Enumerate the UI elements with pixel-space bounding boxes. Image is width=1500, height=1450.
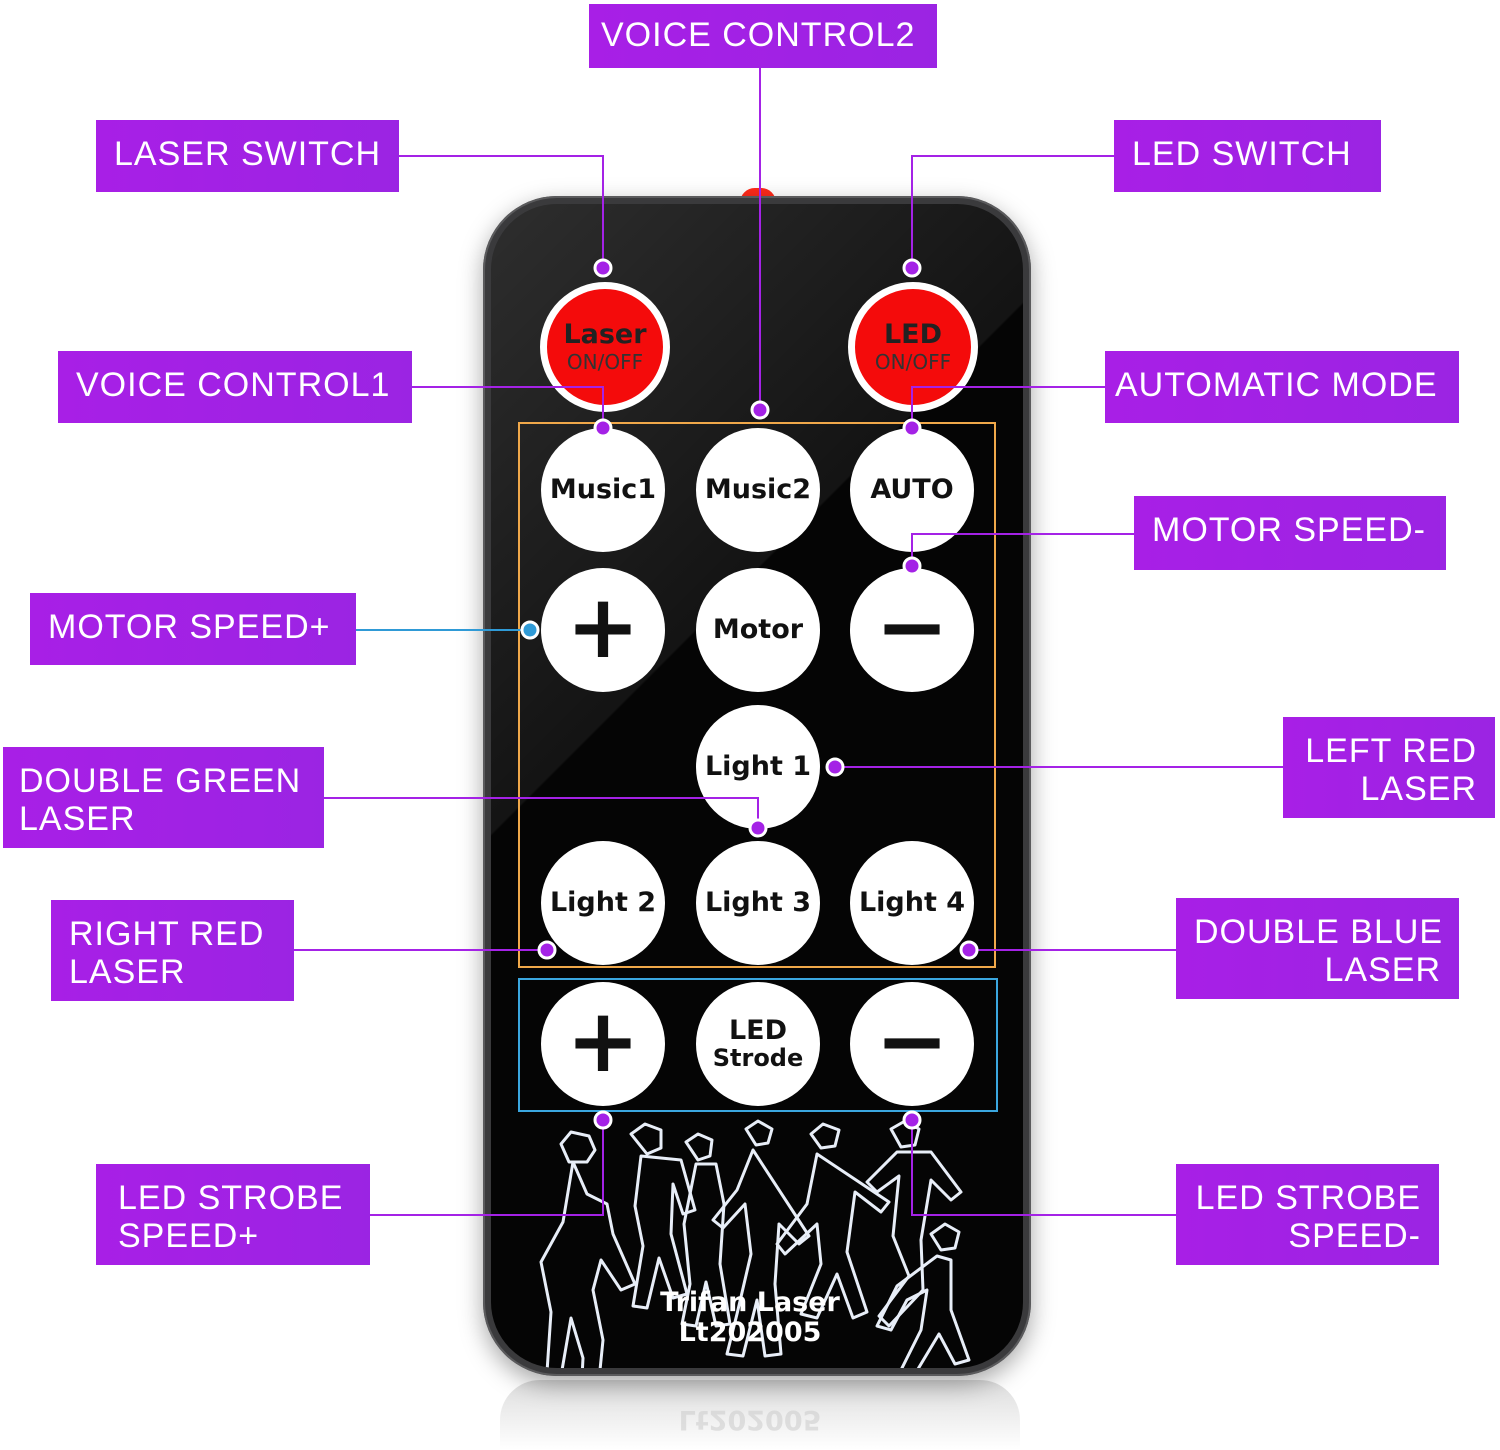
callout-text: RIGHT RED [69, 915, 265, 953]
light2-button[interactable]: Light 2 [541, 841, 665, 965]
callout-text: MOTOR SPEED+ [48, 608, 331, 646]
motor-button[interactable]: Motor [696, 568, 820, 692]
laser-button-label: Laser [563, 319, 647, 351]
callout-text: VOICE CONTROL1 [76, 366, 391, 404]
music2-button[interactable]: Music2 [696, 428, 820, 552]
callout-text: LASER [19, 800, 136, 838]
music1-label: Music1 [549, 473, 657, 505]
led-strobe-speed-plus-button[interactable]: + [541, 982, 665, 1106]
motor-speed-minus-button[interactable]: − [850, 568, 974, 692]
model-number-reflection: Lt202005 [678, 1404, 822, 1435]
light3-label: Light 3 [704, 886, 812, 918]
led-strobe-label-2: Strode [712, 1043, 804, 1072]
light4-label: Light 4 [858, 886, 966, 918]
callout-led-strobe-speed-plus: LED STROBE SPEED+ [96, 1164, 370, 1265]
callout-text: LED STROBE [118, 1179, 344, 1217]
callout-text: DOUBLE BLUE [1194, 913, 1444, 951]
callout-voice-control2: VOICE CONTROL2 [589, 4, 937, 68]
music1-button[interactable]: Music1 [541, 428, 665, 552]
callout-text: LEFT RED [1305, 732, 1477, 770]
plus-icon: + [566, 989, 640, 1092]
callout-left-red-laser: LEFT RED LASER [1283, 717, 1495, 818]
dancer-figure [629, 1122, 697, 1310]
model-number: Lt202005 [678, 1317, 822, 1348]
main-button-frame [518, 422, 996, 968]
callout-text: SPEED- [1288, 1217, 1421, 1255]
callout-text: LED STROBE [1195, 1179, 1421, 1217]
laser-button-sub: ON/OFF [566, 349, 644, 374]
led-strobe-button[interactable]: LED Strode [696, 982, 820, 1106]
brand-name: Trifan Laser [660, 1287, 840, 1318]
callout-motor-speed-plus: MOTOR SPEED+ [30, 593, 356, 665]
light4-button[interactable]: Light 4 [850, 841, 974, 965]
led-strobe-label-1: LED [728, 1015, 788, 1047]
callout-text: LED SWITCH [1132, 135, 1352, 173]
brand-text: Trifan Laser Lt202005 [600, 1288, 900, 1348]
callout-text: LASER SWITCH [114, 135, 382, 173]
dancer-figure [875, 1222, 971, 1368]
led-strobe-speed-minus-button[interactable]: − [850, 982, 974, 1106]
light2-label: Light 2 [549, 886, 657, 918]
callout-right-red-laser: RIGHT RED LASER [51, 900, 294, 1001]
dancer-figure [680, 1132, 732, 1328]
callout-double-blue-laser: DOUBLE BLUE LASER [1176, 898, 1459, 999]
callout-motor-speed-minus: MOTOR SPEED- [1134, 496, 1446, 570]
motor-label: Motor [712, 613, 804, 645]
led-button-sub: ON/OFF [874, 349, 952, 374]
callout-laser-switch: LASER SWITCH [96, 120, 399, 192]
callout-automatic-mode: AUTOMATIC MODE [1105, 351, 1459, 423]
minus-icon: − [875, 989, 949, 1092]
auto-label: AUTO [870, 473, 954, 505]
motor-speed-plus-button[interactable]: + [541, 568, 665, 692]
laser-onoff-button[interactable]: Laser ON/OFF [540, 282, 670, 412]
music2-label: Music2 [704, 473, 812, 505]
callout-double-green-laser: DOUBLE GREEN LASER [3, 747, 324, 848]
strobe-button-frame [518, 978, 998, 1112]
light3-button[interactable]: Light 3 [696, 841, 820, 965]
plus-icon: + [566, 575, 640, 678]
minus-icon: − [875, 575, 949, 678]
callout-text: LASER [1360, 770, 1477, 808]
remote-reflection-shadow [500, 1380, 1020, 1450]
callout-text: SPEED+ [118, 1217, 260, 1255]
callout-led-switch: LED SWITCH [1114, 120, 1381, 192]
led-onoff-button[interactable]: LED ON/OFF [848, 282, 978, 412]
callout-text: LASER [1324, 951, 1441, 989]
led-button-label: LED [883, 319, 943, 351]
callout-text: DOUBLE GREEN [19, 762, 302, 800]
auto-button[interactable]: AUTO [850, 428, 974, 552]
light1-label: Light 1 [704, 750, 812, 782]
callout-text: LASER [69, 953, 186, 991]
callout-voice-control1: VOICE CONTROL1 [58, 351, 412, 423]
callout-text: MOTOR SPEED- [1152, 511, 1426, 549]
light1-button[interactable]: Light 1 [696, 705, 820, 829]
dancer-figure [775, 1122, 891, 1320]
callout-text: AUTOMATIC MODE [1115, 366, 1438, 404]
callout-text: VOICE CONTROL2 [601, 16, 916, 54]
callout-led-strobe-speed-minus: LED STROBE SPEED- [1176, 1164, 1439, 1265]
